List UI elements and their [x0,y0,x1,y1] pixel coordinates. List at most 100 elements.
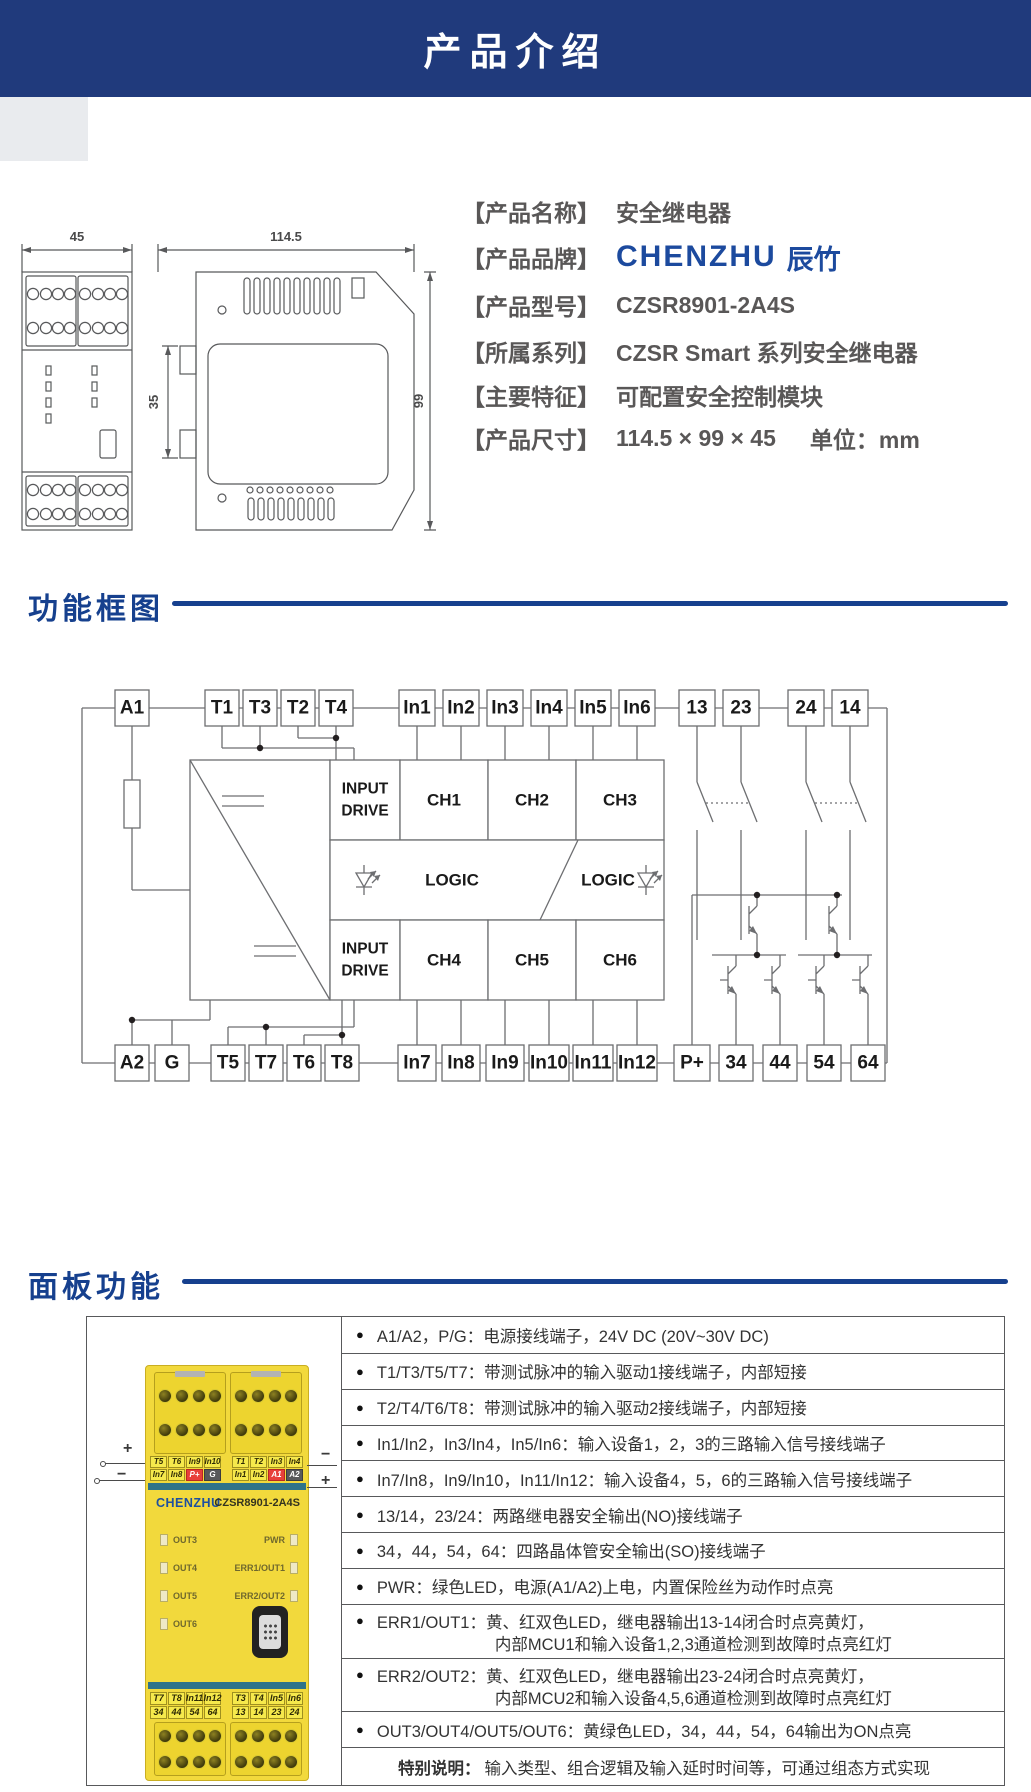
terminal-block [230,1722,302,1776]
usb-socket [259,1615,281,1649]
terminal: In5 [579,698,607,719]
led-indicator [160,1534,168,1546]
led-err1: ERR1/OUT1 [229,1562,298,1574]
dim-rail: 35 [146,345,178,459]
wire [99,1480,145,1481]
bottom-terminals: A2 G T5 T7 T6 T8 In7 In8 In9 In10 In11 I… [114,1044,886,1082]
terminal-label: In9 [186,1456,203,1468]
info-label: 【主要特征】 [462,384,600,410]
dim-35-label: 35 [146,395,161,409]
info-row-name: 【产品名称】 安全继电器 [462,194,731,228]
row-text: 输入类型、组合逻辑及输入延时时间等，可通过组态方式实现 [484,1759,931,1778]
junction-dots [128,734,346,1039]
usb-port [252,1606,288,1658]
terminal: G [165,1053,180,1074]
terminal-label: A1 [268,1469,285,1481]
row-text: 34，44，54，64：四路晶体管安全输出(SO)接线端子 [376,1543,766,1562]
table-row: ●ERR2/OUT2：黄、红双色LED，继电器输出23-24闭合时点亮黄灯，内部… [342,1657,1004,1712]
terminal: 13 [686,698,707,719]
brand-logo-cn: 辰竹 [786,244,841,275]
table-row: ●T1/T3/T5/T7：带测试脉冲的输入驱动1接线端子，内部短接 [342,1352,1004,1389]
terminal-label: T3 [232,1692,249,1705]
section-line [172,601,1008,606]
terminal-label: In3 [268,1456,285,1468]
terminal-label: In7 [150,1469,167,1481]
terminal: In4 [535,698,563,719]
terminal-label: T7 [150,1692,167,1705]
polarity-plus-left: + [123,1440,133,1457]
block-input-drive-2: INPUT [342,941,389,958]
led-symbol [354,865,381,895]
terminal: In3 [491,698,518,719]
info-label: 【产品品牌】 [462,246,600,272]
terminal: In6 [623,698,650,719]
terminal-label: In12 [203,1692,222,1705]
table-row: ●T2/T4/T6/T8：带测试脉冲的输入驱动2接线端子，内部短接 [342,1388,1004,1425]
info-row-model: 【产品型号】 CZSR8901-2A4S [462,288,795,322]
led-indicator [290,1562,298,1574]
dimension-drawing: 45 114.5 [21,229,436,531]
terminal-label: In8 [168,1469,185,1481]
info-label: 【产品型号】 [462,294,600,320]
row-text: PWR：绿色LED，电源(A1/A2)上电，内置保险丝为动作时点亮 [376,1579,834,1598]
led-indicator [290,1590,298,1602]
product-series: CZSR Smart 系列安全继电器 [616,340,918,366]
function-block-diagram: INPUT DRIVE CH1 CH2 CH3 LOGIC LOGIC INPU… [81,689,888,1082]
table-row-special-note: 特别说明：输入类型、组合逻辑及输入延时时间等，可通过组态方式实现 [342,1747,1004,1785]
block-ch6: CH6 [603,951,637,970]
product-size: 114.5 × 99 × 45 [616,424,776,451]
product-name: 安全继电器 [616,200,731,226]
section-title-diagram: 功能框图 [28,593,164,626]
terminal-label: In4 [286,1456,303,1468]
terminal-label: 14 [250,1706,267,1719]
terminal: In2 [447,698,474,719]
terminal-label: T4 [250,1692,267,1705]
product-feature: 可配置安全控制模块 [616,384,823,410]
device-brand-logo: CHENZHU [156,1496,221,1510]
clip-tab [251,1371,281,1377]
dim-114-label: 114.5 [270,229,302,244]
panel-function-table: ●A1/A2，P/G：电源接线端子，24V DC (20V~30V DC) ●T… [342,1317,1004,1785]
wire [105,1463,145,1464]
led-err2: ERR2/OUT2 [229,1590,298,1602]
led-indicator [290,1534,298,1546]
dim-45-label: 45 [70,229,84,244]
svg-text:DRIVE: DRIVE [341,963,388,980]
row-text: In7/In8，In9/In10，In11/In12：输入设备4，5，6的三路输… [376,1471,913,1490]
section-title-panel: 面板功能 [28,1271,164,1304]
terminal-label: In2 [250,1469,267,1481]
terminal: 54 [813,1053,835,1074]
teal-strip [148,1682,306,1689]
clip-tab [175,1371,205,1377]
terminal: In1 [403,698,431,719]
special-note-label: 特别说明： [398,1759,481,1778]
side-view [179,271,415,531]
terminal: 34 [725,1053,747,1074]
terminal: T5 [217,1053,240,1074]
device-model-label: CZSR8901-2A4S [214,1497,300,1509]
row-text: In1/In2，In3/In4，In5/In6：输入设备1，2，3的三路输入信号… [376,1435,886,1454]
terminal: T6 [293,1053,315,1074]
terminal: In11 [575,1053,612,1074]
terminal-label: G [204,1469,221,1481]
front-view [21,271,133,531]
info-row-series: 【所属系列】 CZSR Smart 系列安全继电器 [462,334,918,368]
terminal-label: T1 [232,1456,249,1468]
terminal: T2 [287,698,309,719]
led-out3: OUT3 [160,1534,202,1546]
terminal-label: P+ [186,1469,203,1481]
terminal: T4 [325,698,348,719]
product-size-unit: 单位：mm [809,427,920,453]
block-logic-2: LOGIC [581,871,635,890]
info-row-brand: 【产品品牌】 CHENZHU 辰竹 [462,240,841,275]
banner-decoration [0,97,88,161]
wire-end [94,1478,100,1484]
terminal-label: 44 [168,1706,185,1719]
row-text: 13/14，23/24：两路继电器安全输出(NO)接线端子 [376,1507,743,1526]
dim-99-label: 99 [411,394,426,408]
led-out5: OUT5 [160,1590,202,1602]
